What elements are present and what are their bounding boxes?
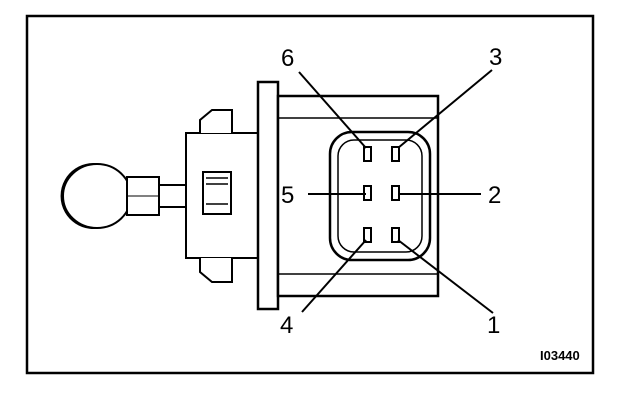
pin-label-6: 6 [281, 45, 294, 72]
leader-6 [298, 71, 367, 149]
pin-label-3: 3 [489, 44, 502, 71]
terminal-6 [363, 146, 372, 162]
terminal-1 [391, 227, 400, 243]
pin-label-4: 4 [280, 312, 293, 339]
leader-lines [298, 69, 494, 314]
flange [256, 80, 280, 311]
terminals [363, 146, 400, 243]
pin-label-1: 1 [487, 312, 500, 339]
terminal-4 [363, 227, 372, 243]
pin-label-2: 2 [488, 182, 501, 209]
bulb [60, 163, 188, 229]
terminal-3 [391, 146, 400, 162]
leader-3 [397, 69, 493, 149]
terminal-2 [391, 185, 400, 201]
socket-body [185, 109, 261, 283]
pin-label-5: 5 [281, 182, 294, 209]
leader-4 [301, 239, 367, 313]
terminal-cavity [328, 130, 432, 262]
diagram-frame [25, 14, 595, 375]
leader-1 [397, 239, 494, 314]
reference-code: I03440 [540, 348, 580, 363]
